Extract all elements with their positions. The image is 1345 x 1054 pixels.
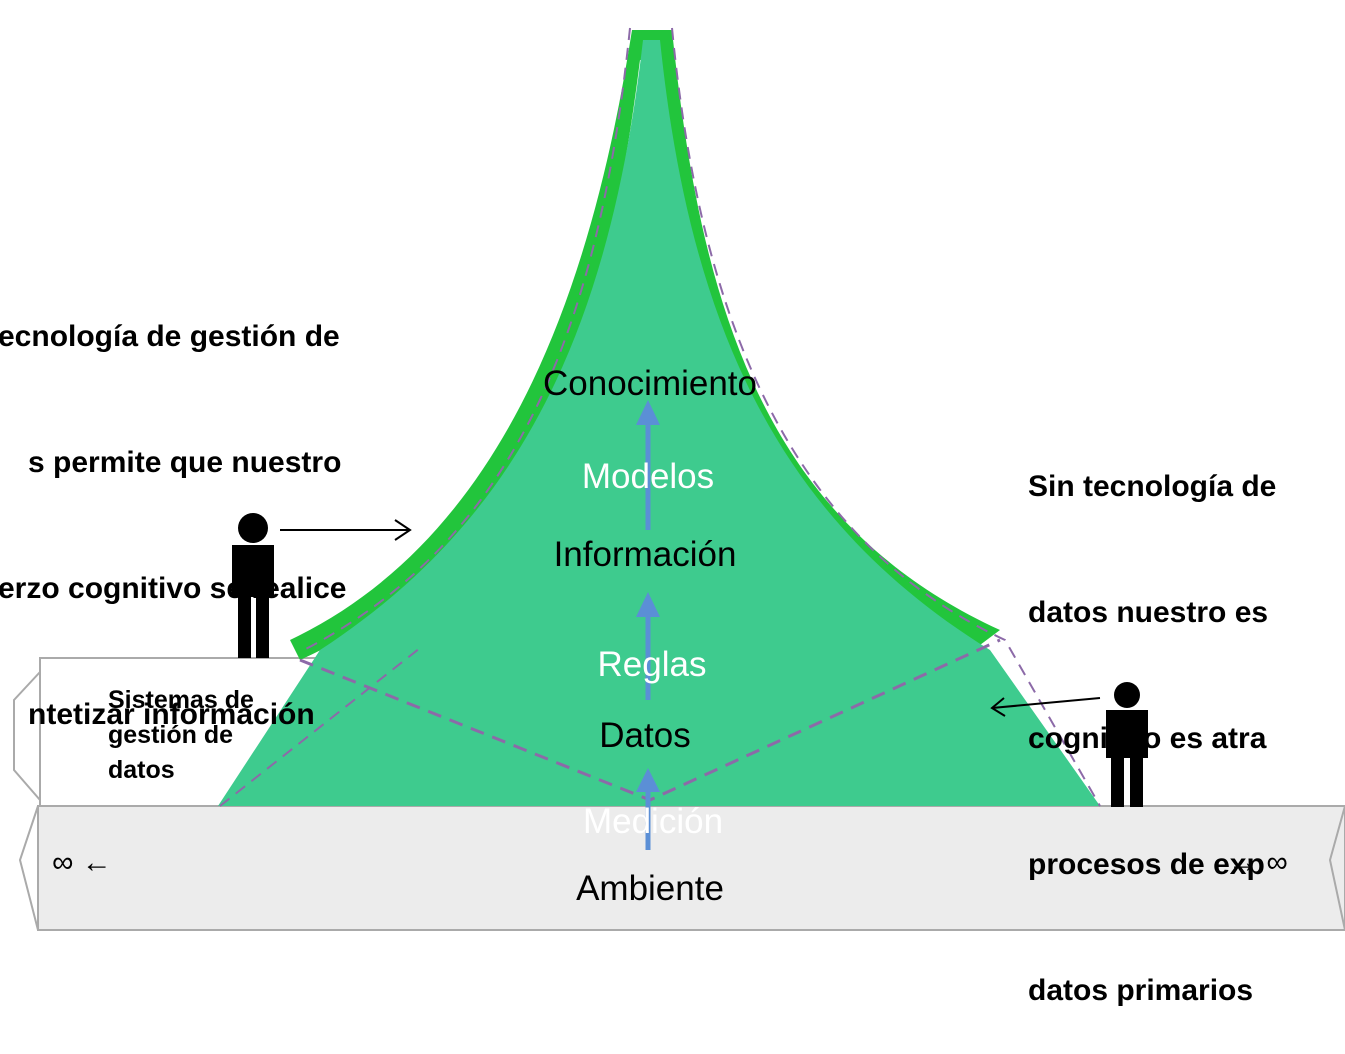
data-system-box-side (13, 671, 41, 801)
arrow-left-person (280, 519, 412, 541)
level-reglas: Reglas (597, 645, 707, 684)
left-note-line2: s permite que nuestro (28, 446, 342, 479)
pyramid-dashed-outline (299, 27, 1101, 807)
data-system-label: Sistemas de gestión de datos (108, 683, 254, 788)
left-note-line3: erzo cognitivo se realice (0, 572, 347, 605)
right-note-line1: Sin tecnología de (1028, 470, 1277, 503)
left-note: ecnología de gestión de s permite que nu… (0, 232, 346, 778)
flow-arrows (636, 400, 660, 850)
right-note-line3: cognitivo es atra (1028, 722, 1267, 755)
outer-green-band (290, 30, 1000, 660)
right-note-line5: datos primarios (1028, 974, 1254, 1007)
right-note-line2: datos nuestro es (1028, 596, 1269, 629)
level-informacion: Información (553, 535, 737, 574)
data-system-label-line3: datos (108, 756, 175, 784)
arrow-right-person (990, 697, 1101, 717)
level-ambiente: Ambiente (576, 869, 724, 908)
person-left-icon (232, 513, 274, 658)
inner-dashed-base (219, 647, 421, 807)
infinity-right-label: → ∞ (1228, 846, 1288, 879)
left-note-line4: ntetizar información (28, 698, 315, 731)
person-right-icon (1106, 682, 1148, 807)
infinity-left-label: ∞ ← (52, 846, 112, 879)
pyramid-diagram (13, 27, 1345, 931)
data-system-label-line2: gestión de (108, 721, 234, 749)
data-system-label-line1: Sistemas de (108, 686, 254, 714)
ground-right-edge (1328, 805, 1345, 931)
right-note-line4: procesos de exp (1028, 848, 1265, 881)
left-note-line1: ecnología de gestión de (0, 320, 340, 353)
ground-left-edge (18, 805, 39, 931)
level-medicion: Medición (582, 802, 724, 841)
right-note: Sin tecnología de datos nuestro es cogni… (1028, 382, 1276, 1054)
level-modelos: Modelos (581, 457, 715, 496)
level-datos: Datos (599, 716, 691, 755)
level-conocimiento: Conocimiento (543, 364, 757, 403)
